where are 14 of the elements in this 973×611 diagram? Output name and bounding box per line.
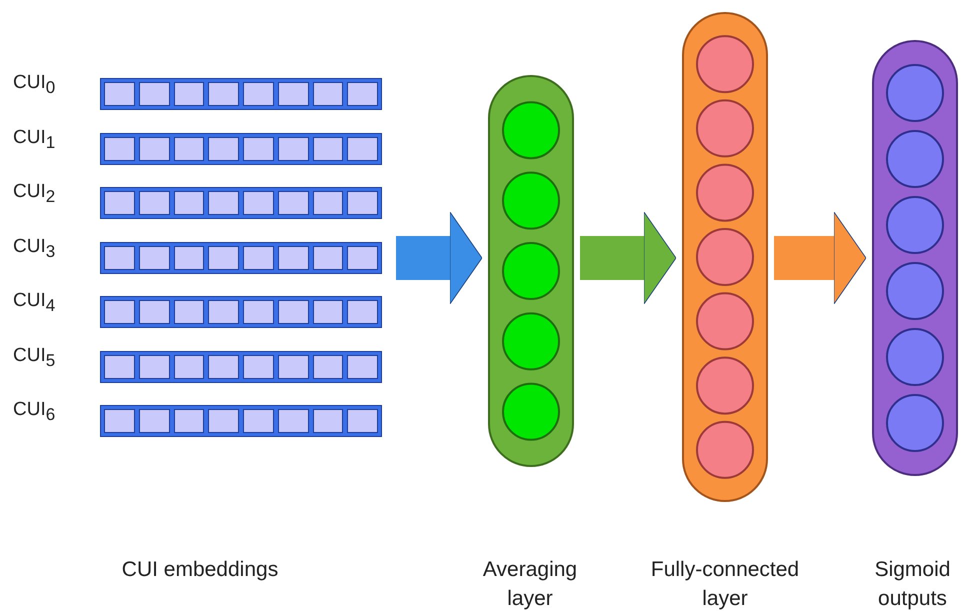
block-arrow (396, 212, 482, 304)
block-arrow (774, 212, 866, 304)
cui-label: CUI$_{2}$ (13, 181, 56, 207)
cui-label: CUI$_{4}$ (13, 290, 56, 316)
layer-title: Fully-connected layer (650, 557, 800, 611)
cui-label: CUI$_{5}$ (13, 344, 56, 370)
cui-label: CUI$_{1}$ (13, 126, 56, 152)
cui-label: CUI$_{3}$ (13, 236, 56, 262)
layer-title: Sigmoid outputs (874, 557, 952, 611)
group-title: CUI embeddings (120, 557, 280, 583)
cui-label: CUI$_{0}$ (13, 72, 56, 98)
layer-title: Averaging layer (482, 557, 578, 611)
block-arrow (580, 212, 676, 304)
cui-label: CUI$_{6}$ (13, 399, 56, 425)
